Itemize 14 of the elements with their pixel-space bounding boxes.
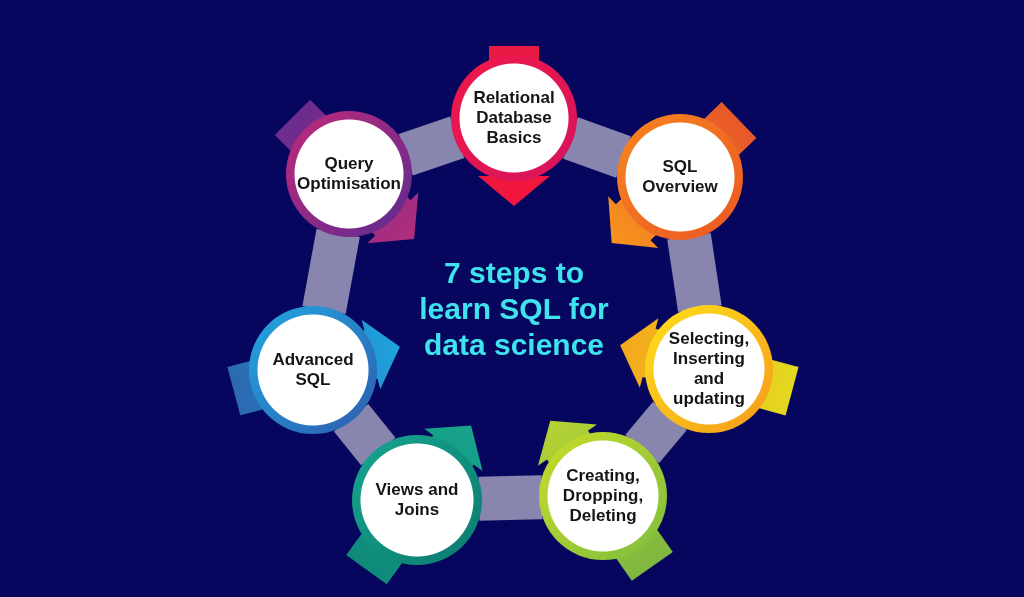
connector-band [667, 233, 722, 312]
step-label: Creating, Dropping, Deleting [561, 466, 645, 526]
connector-band [333, 403, 396, 466]
connector-band [625, 401, 687, 464]
connector-band [302, 229, 360, 314]
step-label: Query Optimisation [296, 154, 402, 194]
step-label: Selecting, Inserting and updating [667, 329, 751, 409]
step-label: SQL Overview [641, 157, 719, 197]
connector-band [398, 116, 465, 176]
diagram-title: 7 steps to learn SQL for data science [418, 255, 610, 363]
step-label: Advanced SQL [271, 350, 355, 390]
step-label: Relational Database Basics [472, 88, 556, 148]
connector-band [563, 117, 631, 178]
step-label: Views and Joins [374, 480, 460, 520]
